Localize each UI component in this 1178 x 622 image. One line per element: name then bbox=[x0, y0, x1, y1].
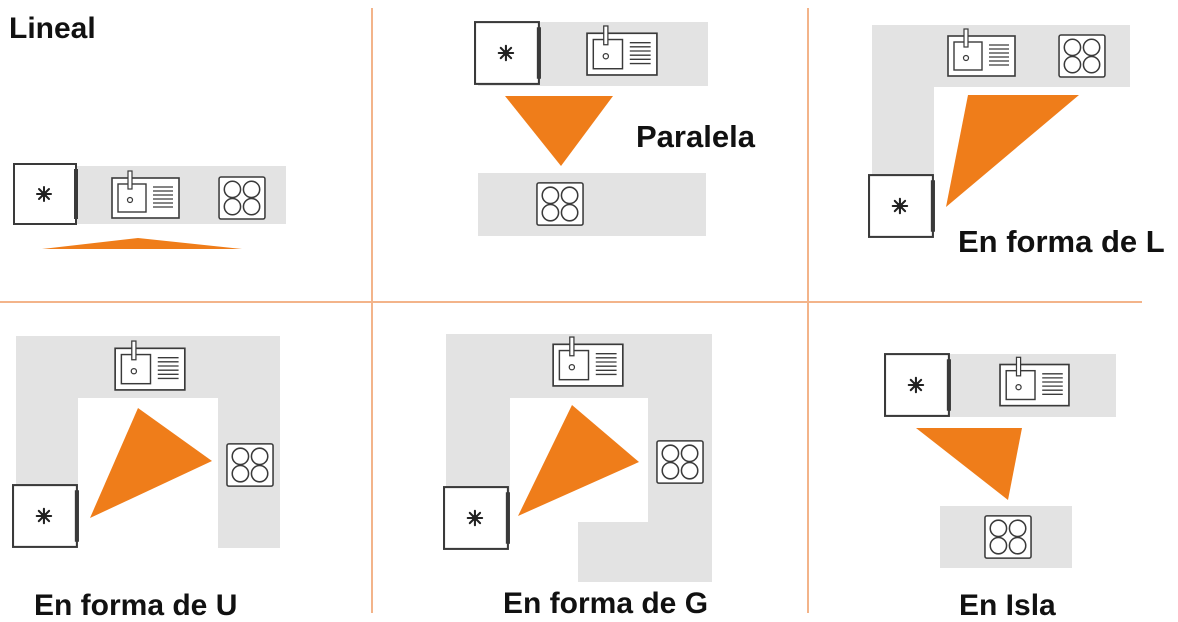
label-lineal: Lineal bbox=[9, 12, 96, 45]
layout-u-shape bbox=[13, 336, 280, 548]
fridge-icon bbox=[475, 22, 539, 84]
label-island: En Isla bbox=[959, 589, 1056, 622]
layout-island bbox=[885, 354, 1116, 568]
label-g-shape: En forma de G bbox=[503, 587, 709, 620]
label-paralela: Paralela bbox=[636, 119, 755, 154]
fridge-icon bbox=[444, 487, 508, 549]
sink-icon bbox=[114, 340, 186, 391]
cooktop-icon bbox=[984, 515, 1032, 559]
sink-icon bbox=[999, 356, 1070, 407]
sink-icon bbox=[552, 336, 624, 387]
sink-icon bbox=[111, 170, 180, 219]
counter-bottom bbox=[478, 173, 706, 236]
work-triangle bbox=[90, 408, 212, 518]
work-triangle bbox=[916, 428, 1022, 500]
work-triangle bbox=[42, 238, 242, 249]
counter-peninsula bbox=[578, 522, 712, 582]
label-l-shape: En forma de L bbox=[958, 224, 1165, 259]
sink-icon bbox=[947, 28, 1016, 77]
fridge-icon bbox=[869, 175, 933, 237]
label-u-shape: En forma de U bbox=[34, 589, 238, 622]
cooktop-icon bbox=[218, 176, 266, 220]
sink-icon bbox=[586, 25, 658, 76]
fridge-icon bbox=[885, 354, 949, 416]
work-triangle bbox=[946, 95, 1079, 207]
cooktop-icon bbox=[1058, 34, 1106, 78]
layout-l-shape bbox=[869, 25, 1130, 237]
grid-dividers bbox=[0, 8, 1142, 613]
fridge-icon bbox=[13, 485, 77, 547]
cooktop-icon bbox=[226, 443, 274, 487]
fridge-icon bbox=[13, 163, 78, 225]
layout-g-shape bbox=[444, 334, 712, 582]
work-triangle bbox=[518, 405, 639, 516]
layout-lineal bbox=[13, 163, 286, 249]
counter-right bbox=[218, 336, 280, 548]
cooktop-icon bbox=[656, 440, 704, 484]
cooktop-icon bbox=[536, 182, 584, 226]
work-triangle bbox=[505, 96, 613, 166]
layout-paralela bbox=[475, 22, 708, 236]
